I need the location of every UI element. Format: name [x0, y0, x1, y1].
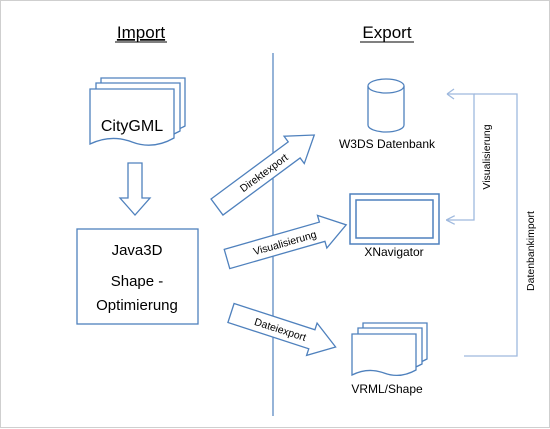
- feedback-arrowhead-top-b: [446, 93, 455, 100]
- process-line1: Java3D: [112, 242, 163, 259]
- process-line3: Optimierung: [96, 297, 178, 314]
- vrml-label: VRML/Shape: [351, 382, 423, 396]
- vrml-document-stack-icon: [351, 322, 428, 377]
- visualisierung-feedback-label: Visualisierung: [481, 124, 493, 189]
- database-cylinder-icon: [367, 78, 405, 133]
- export-header: Export: [362, 23, 411, 42]
- feedback-arrowhead-top-a: [446, 88, 455, 95]
- datenbankimport-feedback-label: Datenbankimport: [525, 211, 537, 291]
- java3d-process-box: [76, 228, 199, 325]
- dateiexport-arrow: Dateiexport: [227, 302, 337, 357]
- direktexport-arrow: Direktexport: [210, 134, 316, 216]
- citygml-label: CityGML: [101, 118, 163, 135]
- w3ds-label: W3DS Datenbank: [339, 137, 436, 151]
- citygml-document-stack-icon: [89, 77, 186, 146]
- visualisierung-feedback-connector: [447, 93, 475, 220]
- down-arrow-icon: [118, 162, 152, 216]
- datenbankimport-feedback-connector: [464, 93, 518, 357]
- process-line2: Shape -: [111, 273, 164, 290]
- import-header: Import: [117, 23, 165, 42]
- monitor-icon: [349, 193, 440, 245]
- visualisierung-arrow: Visualisierung: [223, 214, 348, 270]
- xnavigator-label: XNavigator: [364, 245, 423, 259]
